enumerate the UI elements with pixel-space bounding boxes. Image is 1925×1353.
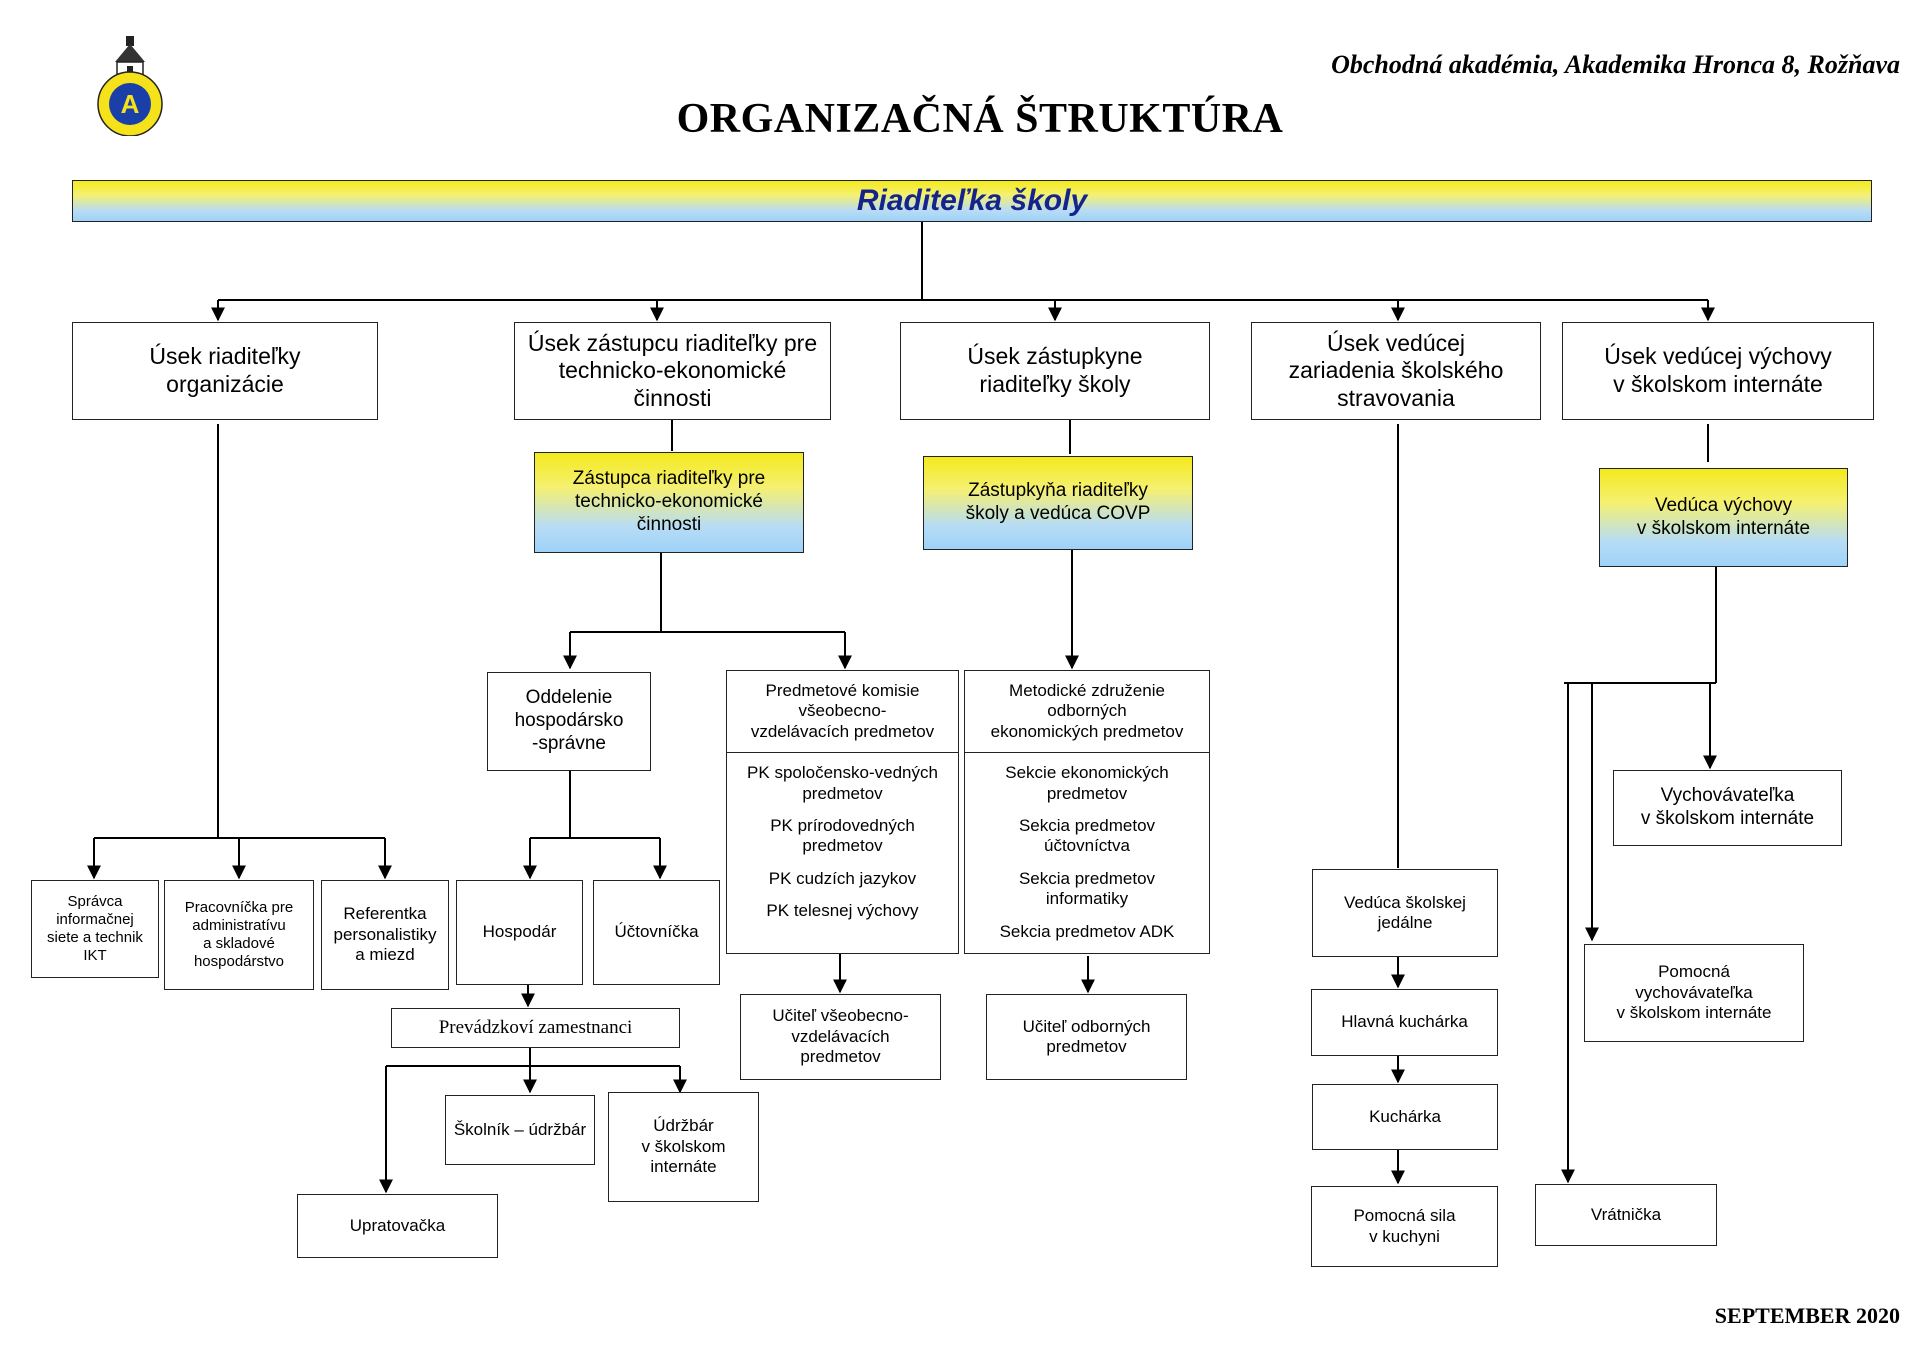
committee-foreign-languages: PK cudzích jazykov xyxy=(768,868,917,888)
personnel-referent: Referentka personalistiky a miezd xyxy=(321,880,449,990)
logo-letter: A xyxy=(121,89,140,119)
administrative-worker: Pracovníčka pre administratívu a skladov… xyxy=(164,880,314,990)
deputy-covp-manager: Zástupkyňa riaditeľky školy a vedúca COV… xyxy=(923,456,1193,550)
dormitory-maintenance: Údržbár v školskom internáte xyxy=(608,1092,759,1202)
section-dormitory: Úsek vedúcej výchovy v školskom internát… xyxy=(1562,322,1874,420)
general-subjects-teacher: Učiteľ všeobecno- vzdelávacích predmetov xyxy=(740,994,941,1080)
assistant-educator: Pomocná vychovávateľka v školskom intern… xyxy=(1584,944,1804,1042)
cook: Kuchárka xyxy=(1312,1084,1498,1150)
deputy-technical-manager: Zástupca riaditeľky pre technicko-ekonom… xyxy=(534,452,804,553)
methodical-association-header: Metodické združenie odborných ekonomický… xyxy=(965,671,1209,754)
section-deputy-director: Úsek zástupkyne riaditeľky školy xyxy=(900,322,1210,420)
operational-staff: Prevádzkoví zamestnanci xyxy=(391,1008,680,1048)
section-school-catering: Úsek vedúcej zariadenia školského stravo… xyxy=(1251,322,1541,420)
committee-social-sciences: PK spoločensko-vedných predmetov xyxy=(747,763,938,803)
bursar: Hospodár xyxy=(456,880,583,985)
dormitory-head: Vedúca výchovy v školskom internáte xyxy=(1599,468,1848,567)
institution-name: Obchodná akadémia, Akademika Hronca 8, R… xyxy=(1331,50,1900,79)
section-accounting: Sekcia predmetov účtovníctva xyxy=(1018,815,1156,856)
receptionist: Vrátnička xyxy=(1535,1184,1717,1246)
network-admin: Správca informačnej siete a technik IKT xyxy=(31,880,159,978)
vocational-subjects-teacher: Učiteľ odborných predmetov xyxy=(986,994,1187,1080)
cleaner: Upratovačka xyxy=(297,1194,498,1258)
date-label: SEPTEMBER 2020 xyxy=(1714,1303,1900,1328)
section-adk: Sekcia predmetov ADK xyxy=(999,921,1175,941)
educator: Vychovávateľka v školskom internáte xyxy=(1613,770,1842,846)
head-cook: Hlavná kuchárka xyxy=(1311,989,1498,1056)
subject-committees: Predmetové komisie všeobecno- vzdelávací… xyxy=(726,670,959,954)
kitchen-helper: Pomocná sila v kuchyni xyxy=(1311,1186,1498,1267)
subject-committees-header: Predmetové komisie všeobecno- vzdelávací… xyxy=(727,671,958,754)
committee-physical-education: PK telesnej výchovy xyxy=(766,901,919,921)
committee-natural-sciences: PK prírodovedných predmetov xyxy=(770,815,915,856)
section-deputy-technical: Úsek zástupcu riaditeľky pre technicko-e… xyxy=(514,322,831,420)
school-logo: A xyxy=(97,36,163,136)
canteen-head: Vedúca školskej jedálne xyxy=(1312,869,1498,957)
section-economic-subjects: Sekcie ekonomických predmetov xyxy=(1005,763,1169,803)
section-informatics: Sekcia predmetov informatiky xyxy=(1018,868,1156,909)
section-director-organization: Úsek riaditeľky organizácie xyxy=(72,322,378,420)
economic-department: Oddelenie hospodársko -správne xyxy=(487,672,651,771)
director-banner: Riaditeľka školy xyxy=(72,180,1872,222)
director-label: Riaditeľka školy xyxy=(856,184,1088,217)
caretaker: Školník – údržbár xyxy=(445,1095,595,1165)
accountant: Účtovníčka xyxy=(593,880,720,985)
methodical-association: Metodické združenie odborných ekonomický… xyxy=(964,670,1210,954)
page-title: ORGANIZAČNÁ ŠTRUKTÚRA xyxy=(676,96,1284,142)
